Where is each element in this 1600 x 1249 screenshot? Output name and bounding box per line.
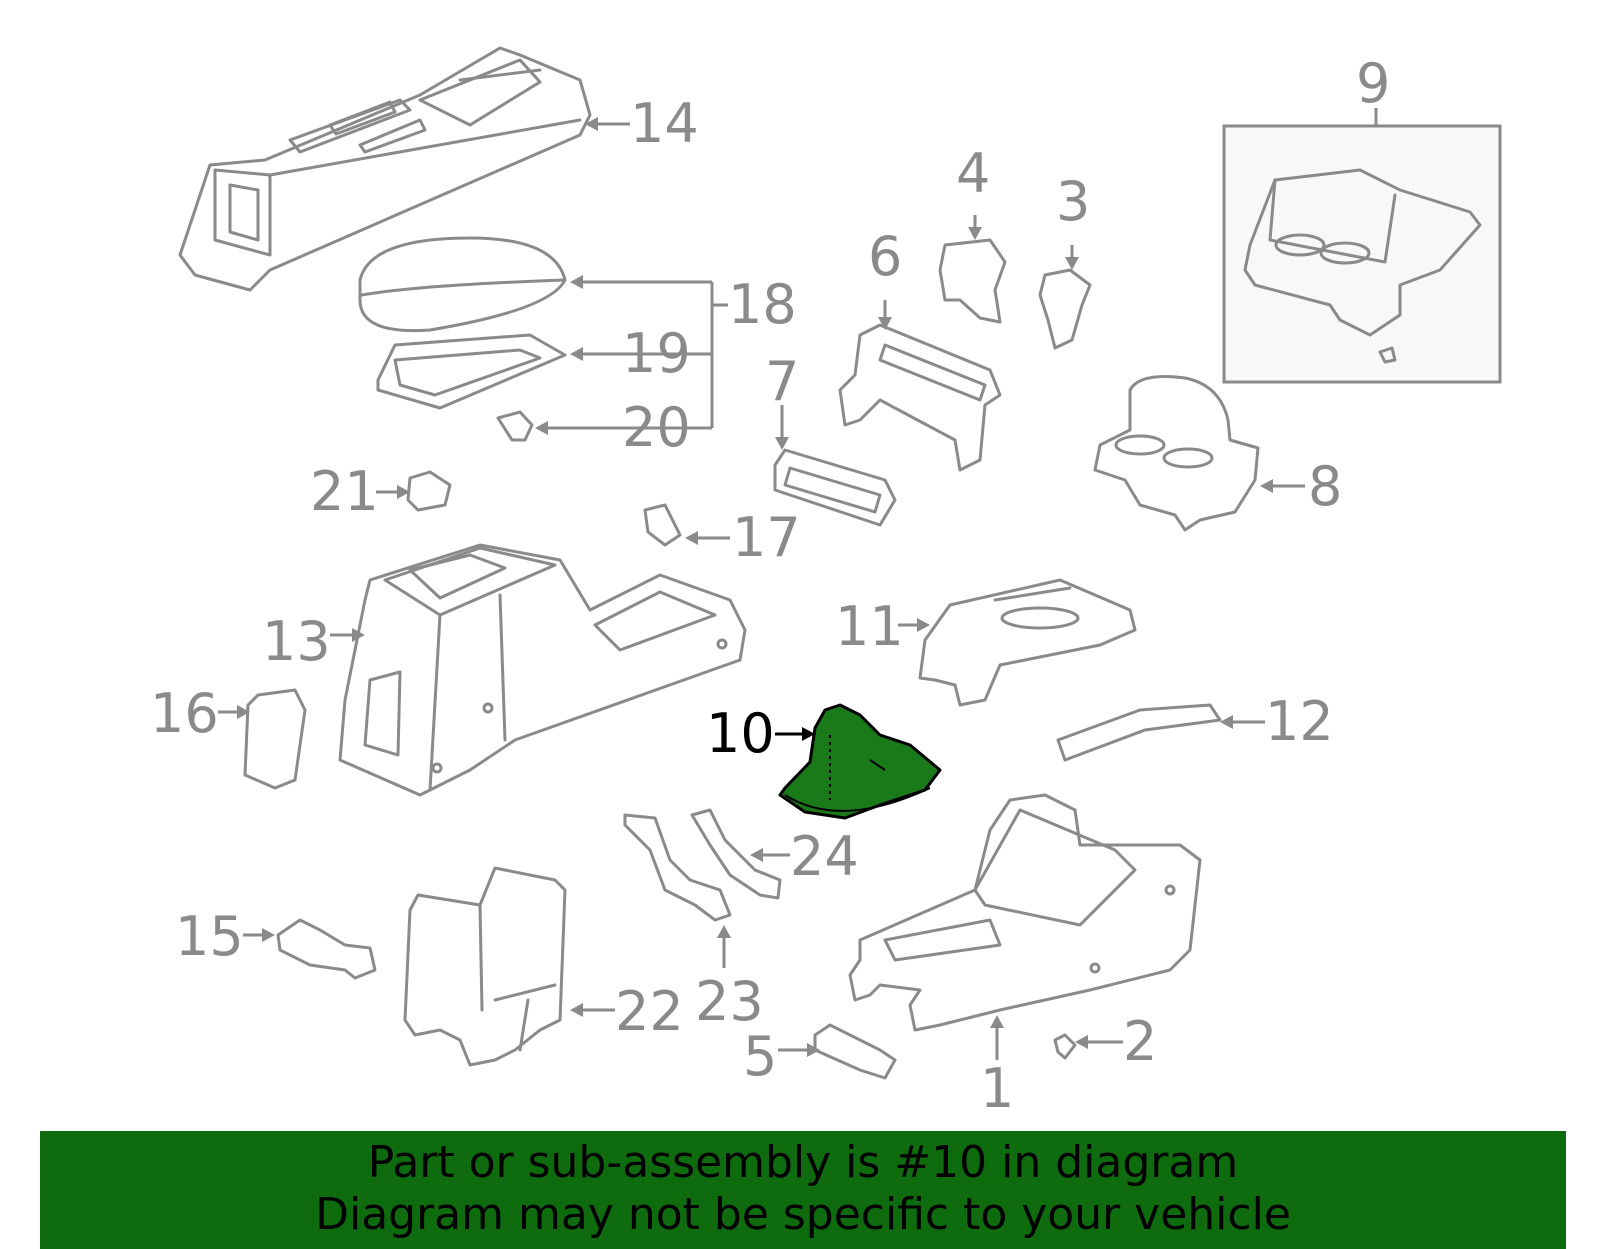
callout-10: 10 (706, 702, 775, 765)
callout-20: 20 (622, 396, 691, 459)
callout-14: 14 (630, 92, 699, 155)
callout-21: 21 (310, 460, 379, 523)
part-4-bracket (938, 238, 1007, 324)
callout-16: 16 (150, 682, 219, 745)
callout-24: 24 (790, 825, 859, 888)
part-17-bracket (643, 503, 682, 547)
callout-17: 17 (732, 506, 801, 569)
callout-19: 19 (622, 322, 691, 385)
callout-4: 4 (956, 142, 990, 205)
callout-1: 1 (980, 1057, 1014, 1120)
callout-3: 3 (1056, 170, 1090, 233)
part-22-bracket-assembly (403, 866, 567, 1067)
part-11-shift-plate (918, 578, 1137, 707)
part-9-box (1222, 124, 1502, 384)
part-24-bracket (690, 808, 782, 900)
callout-12: 12 (1265, 690, 1334, 753)
callout-8: 8 (1308, 455, 1342, 518)
callout-5: 5 (743, 1025, 777, 1088)
part-23-bracket (623, 813, 732, 922)
callout-13: 13 (262, 610, 331, 673)
part-14-console-upper (178, 46, 592, 292)
part-20-clip (496, 410, 534, 442)
part-19-lid-base (376, 333, 567, 410)
callout-7: 7 (765, 350, 799, 413)
part-10-shift-boot (778, 703, 942, 820)
part-15-bracket (276, 918, 377, 980)
callout-9: 9 (1356, 52, 1390, 115)
part-2-clip (1053, 1033, 1077, 1060)
part-8-cupholder (1093, 375, 1260, 532)
leader-lines (218, 108, 1378, 1060)
info-banner: Part or sub-assembly is #10 in diagram D… (40, 1131, 1566, 1249)
part-21-clip (406, 470, 452, 512)
part-13-console-lower (338, 543, 747, 797)
banner-line-1: Part or sub-assembly is #10 in diagram (367, 1137, 1239, 1188)
callout-6: 6 (868, 225, 902, 288)
part-16-lid (243, 688, 307, 790)
part-7-tray (773, 448, 897, 527)
part-6-frame (838, 323, 1002, 472)
part-18-armrest-lid (358, 236, 567, 333)
callout-11: 11 (835, 595, 904, 658)
callout-2: 2 (1123, 1010, 1157, 1073)
callout-23: 23 (695, 970, 764, 1033)
callout-15: 15 (175, 905, 244, 968)
part-1-console-front (848, 793, 1202, 1032)
part-5-handle (813, 1023, 897, 1080)
part-3-bracket (1038, 268, 1092, 350)
part-12-strip (1056, 703, 1222, 762)
callout-18: 18 (728, 273, 797, 336)
banner-line-2: Diagram may not be specific to your vehi… (315, 1189, 1291, 1240)
callout-22: 22 (615, 980, 684, 1043)
